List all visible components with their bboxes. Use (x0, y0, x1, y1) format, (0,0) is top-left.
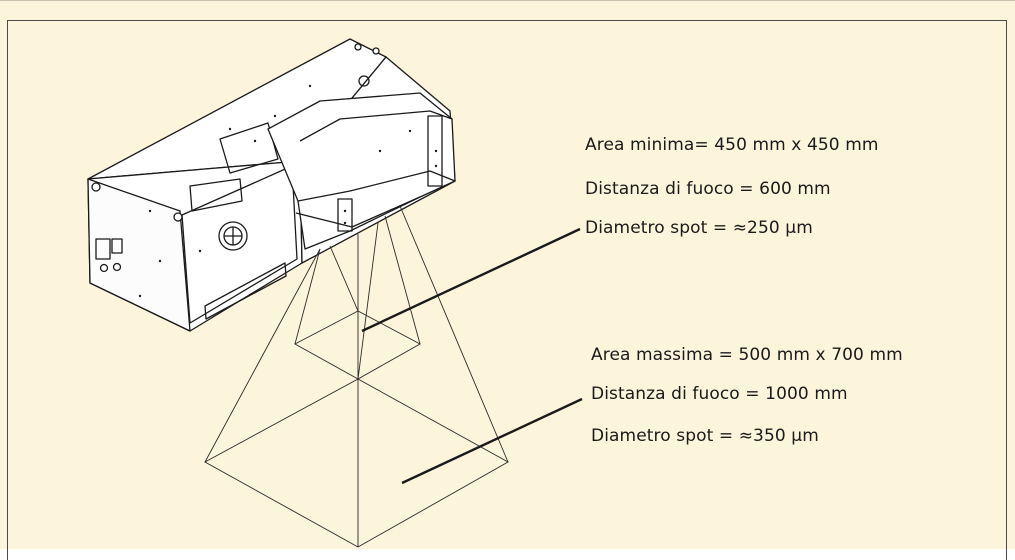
max-area-label: Area massima = 500 mm x 700 mm (591, 345, 903, 365)
min-area-label: Area minima= 450 mm x 450 mm (585, 135, 879, 155)
min-focus-distance-label: Distanza di fuoco = 600 mm (585, 179, 831, 199)
leader-line-max (401, 397, 583, 485)
laser-machine (87, 38, 456, 332)
diagram-frame (7, 20, 1007, 560)
max-spot-diameter-label: Diametro spot = ≈350 µm (591, 426, 819, 446)
beam-lines (204, 205, 509, 548)
min-spot-diameter-label: Diametro spot = ≈250 µm (585, 218, 813, 238)
leader-line-min (361, 227, 581, 333)
max-focus-distance-label: Distanza di fuoco = 1000 mm (591, 384, 848, 404)
